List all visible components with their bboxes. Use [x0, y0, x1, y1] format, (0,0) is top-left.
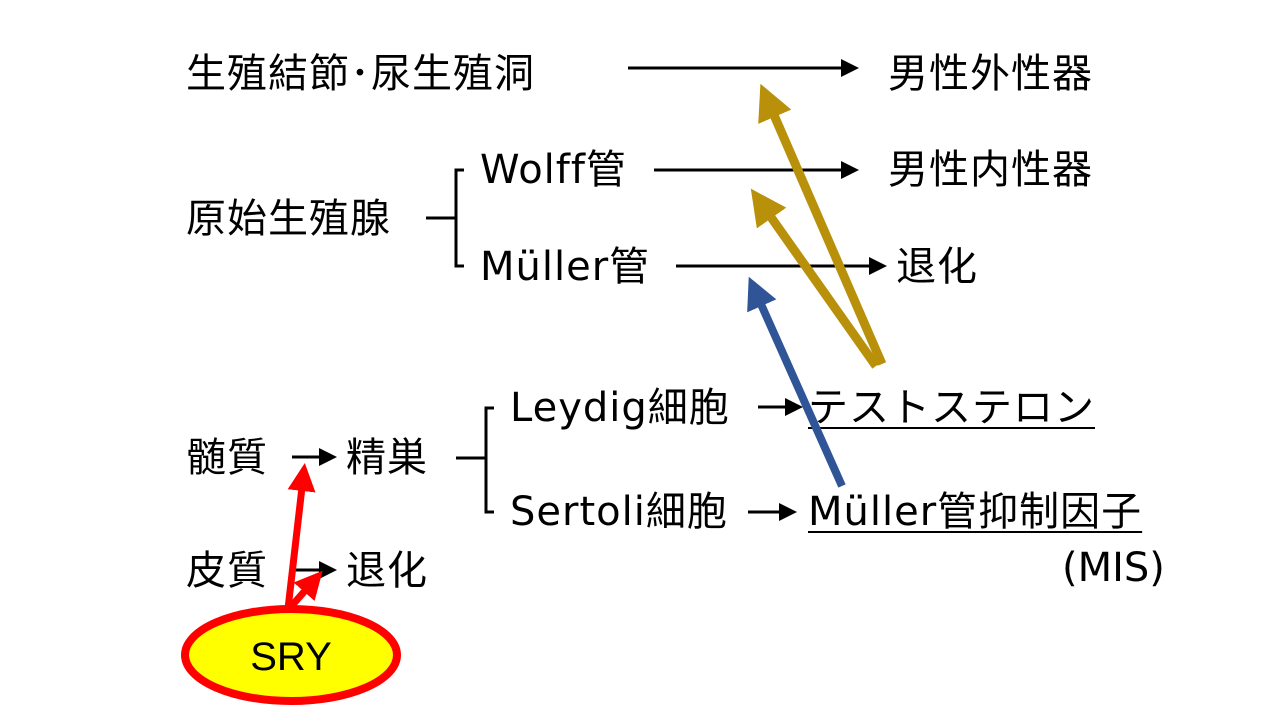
wolff-duct-label: Wolff管 [480, 147, 627, 193]
testosterone-to-external-arrow [758, 83, 887, 366]
male-external-genitalia-label: 男性外性器 [888, 51, 1093, 97]
sertoli-cell-label: Sertoli細胞 [510, 489, 728, 535]
cortex-label: 皮質 [186, 548, 268, 594]
sry-to-medulla-arrow [282, 463, 316, 627]
sry-to-cortex-arrow [285, 570, 323, 613]
muller-duct-label: Müller管 [480, 244, 651, 290]
testosterone-label: テストステロン [808, 385, 1095, 431]
mis-label: Müller管抑制因子 [808, 489, 1143, 535]
genital-tubercle-label: 生殖結節･尿生殖洞 [186, 51, 535, 97]
testosterone-to-internal-arrow [750, 188, 880, 369]
cortex-regression-label: 退化 [346, 548, 428, 594]
sry-badge: SRY [181, 605, 401, 705]
muller-regression-label: 退化 [896, 244, 978, 290]
sry-label: SRY [250, 635, 332, 679]
testis-label: 精巣 [346, 435, 428, 481]
primitive-gonad-label: 原始生殖腺 [186, 196, 391, 242]
mis-abbreviation-label: (MIS) [1062, 545, 1165, 591]
medulla-label: 髄質 [186, 435, 268, 481]
leydig-cell-label: Leydig細胞 [510, 385, 730, 431]
mis-to-muller-arrow [747, 276, 846, 488]
male-internal-genitalia-label: 男性内性器 [888, 147, 1093, 193]
testis-bracket [456, 406, 494, 514]
primitive-gonad-bracket [426, 168, 464, 268]
